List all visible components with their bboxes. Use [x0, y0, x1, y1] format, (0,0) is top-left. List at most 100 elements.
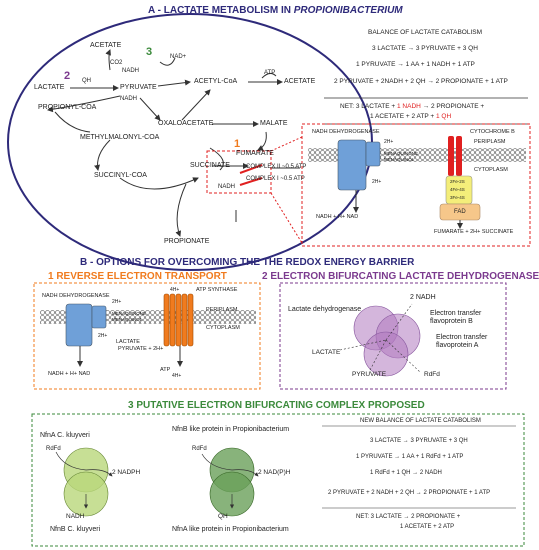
nfna-label: NfnA C. kluyveri	[40, 432, 90, 439]
complex-box	[206, 150, 272, 194]
nadh-left: NADH	[66, 513, 85, 520]
balance-a-line1: 3 LACTATE → 3 PYRUVATE + 3 QH	[372, 45, 478, 52]
nfnb-label: NfnB C. kluyveri	[50, 526, 101, 533]
propionyl-coa-node: PROPIONYL-COA	[38, 104, 97, 111]
h4-bottom: 4H+	[172, 373, 182, 379]
complex2-label: COMPLEX II ~0.5 ATP	[246, 164, 307, 170]
h2-b-a: 2H+	[112, 299, 122, 305]
complex1-label: COMPLEX I ~0.5 ATP	[246, 176, 305, 182]
h4-top: 4H+	[170, 287, 180, 293]
fad-label: FAD	[454, 209, 466, 215]
complex-proposed-box	[31, 413, 525, 547]
fe-s2: 4Fe-4S	[450, 187, 465, 192]
nadh-small-left: NADH	[122, 68, 140, 74]
succinate-node: SUCCINATE	[190, 162, 230, 169]
fe-s3: 3Fe-4S	[450, 195, 465, 200]
menaquinone-a: MENAQUINONE	[384, 151, 419, 156]
atp-synthase-label: ATP SYNTHASE	[196, 287, 238, 293]
nadph-label: 2 NADPH	[112, 469, 141, 476]
balance-b-net2: 1 ACETATE + 2 ATP	[400, 524, 455, 530]
complex-arrows	[239, 164, 263, 186]
number-3: 3	[146, 46, 153, 58]
net-a-part3: 1 ACETATE + 2 ATP +	[370, 113, 436, 120]
atp-b: ATP	[160, 367, 171, 373]
lactate-node: LACTATE	[34, 84, 65, 91]
rdfd-ldh: RdFd	[424, 371, 440, 378]
periplasm-b-label: PERIPLASM	[206, 307, 238, 313]
rdfd-right: RdFd	[192, 446, 207, 452]
cytoplasm-b-label: CYTOPLASM	[206, 325, 240, 331]
nadh-q: NADH	[120, 96, 138, 102]
nfnb-like-label: NfnB like protein in Propionibacterium	[172, 426, 290, 433]
atp-synthase	[163, 293, 194, 347]
balance-b-line1: 3 LACTATE → 3 PYRUVATE + 3 QH	[370, 438, 468, 444]
fumarate-eq-a: FUMARATE + 2H+ SUCCINATE	[434, 229, 514, 235]
balance-a-header: BALANCE OF LACTATE CATABOLISM	[368, 29, 483, 36]
propionate-node: PROPIONATE	[164, 238, 210, 245]
title-b1: 1 REVERSE ELECTRON TRANSPORT	[48, 271, 227, 282]
nadh-bottom-b: NADH + H+ NAD	[48, 371, 91, 377]
nadh-dh-a-label: NADH DEHYDROGENASE	[312, 129, 380, 135]
title-b: B - OPTIONS FOR OVERCOMING THE THE REDOX…	[80, 257, 415, 268]
venn-purple	[353, 305, 421, 377]
pyruvate-ldh: PYRUVATE	[352, 371, 387, 378]
title-b3: 3 PUTATIVE ELECTRON BIFURCATING COMPLEX …	[128, 400, 425, 411]
number-1: 1	[234, 138, 241, 150]
acetate-top: ACETATE	[90, 42, 122, 49]
etf-a-label: Electron transfer flavoprotein A	[436, 334, 488, 350]
pathway-arrows	[47, 49, 300, 237]
balance-b-line3: 1 RdFd + 1 QH → 2 NADH	[370, 470, 442, 476]
h2-b-b: 2H+	[98, 333, 108, 339]
cyt-b-label: CYTOCHROME B	[470, 129, 515, 135]
lactate-ldh: LACTATE	[312, 349, 341, 356]
co2-left: CO2	[110, 60, 123, 66]
cytochrome-b-a	[448, 136, 454, 176]
nadh-bottom-a: NADH + H+ NAD	[316, 214, 359, 220]
nadh-dehydrogenase-b	[65, 303, 93, 347]
balance-a-net2: 1 ACETATE + 2 ATP + 1 QH	[370, 113, 452, 121]
balance-b-line4: 2 PYRUVATE + 2 NADH + 2 QH → 2 PROPIONAT…	[328, 490, 491, 496]
net-a-red1: 1 NADH	[397, 103, 421, 110]
balance-a-line3: 2 PYRUVATE + 2NADH + 2 QH → 2 PROPIONATE…	[334, 78, 508, 85]
cell-ellipse	[7, 13, 373, 271]
title-a-prefix: A - LACTATE METABOLISM IN	[148, 5, 294, 16]
cytoplasm-a-label: CYTOPLASM	[474, 167, 508, 173]
etf-b-label: Electron transfer flavoprotein B	[430, 310, 482, 326]
balance-b-header: NEW BALANCE OF LACTATE CATABOLISM	[360, 418, 481, 424]
succinyl-coa-node: SUCCINYL-COA	[94, 172, 147, 179]
menaquinol-a: MENAQUINOL	[384, 157, 415, 162]
bifurcating-ldh-box	[279, 282, 507, 390]
lactate-b: LACTATE	[116, 339, 140, 345]
periplasm-a-label: PERIPLASM	[474, 139, 506, 145]
title-b2: 2 ELECTRON BIFURCATING LACTATE DEHYDROGE…	[262, 271, 539, 282]
title-a-organism: PROPIONIBACTERIUM	[293, 5, 403, 16]
nadh-dh-b-label: NADH DEHYDROGENASE	[42, 293, 110, 299]
nadh-c1: NADH	[218, 184, 236, 190]
acetate-right-node: ACETATE	[284, 78, 316, 85]
reverse-et-box	[33, 282, 261, 390]
oxaloacetate-node: OXALOACETATE	[158, 120, 214, 127]
net-a-part2: → 2 PROPIONATE +	[420, 103, 485, 110]
nfna-like-label: NfnA like protein in Propionibacterium	[172, 526, 289, 533]
nadh2-label: 2 NADH	[410, 294, 436, 301]
fe-s1: 2Fe-2S	[450, 179, 465, 184]
acetyl-coa-node: ACETYL-CoA	[194, 78, 238, 85]
pyruvate-node: PYRUVATE	[120, 84, 157, 91]
pyruvate-eq-b: PYRUVATE + 2H+	[118, 346, 164, 352]
title-a: A - LACTATE METABOLISM IN PROPIONIBACTER…	[148, 5, 403, 16]
nadp-h-label: 2 NAD(P)H	[258, 469, 291, 476]
nadh-dehydrogenase-a	[337, 139, 367, 191]
qh-small: QH	[82, 78, 91, 84]
h-plus-a1: 2H+	[384, 139, 394, 145]
balance-b-line2: 1 PYRUVATE → 1 AA + 1 RdFd + 1 ATP	[356, 454, 464, 460]
ldh-label: Lactate dehydrogenase	[288, 306, 362, 313]
qh-right: QH	[218, 513, 228, 520]
balance-a-line2: 1 PYRUVATE → 1 AA + 1 NADH + 1 ATP	[356, 61, 475, 68]
fumarate-node: FUMARATE	[236, 150, 274, 157]
atp-label: ATP	[264, 70, 276, 76]
net-a-red2: 1 QH	[436, 113, 452, 120]
nad-small: NAD+	[170, 54, 187, 60]
h-plus-a2: 2H+	[372, 179, 382, 185]
methylmalonyl-coa-node: METHYLMALONYL-COA	[80, 134, 160, 141]
